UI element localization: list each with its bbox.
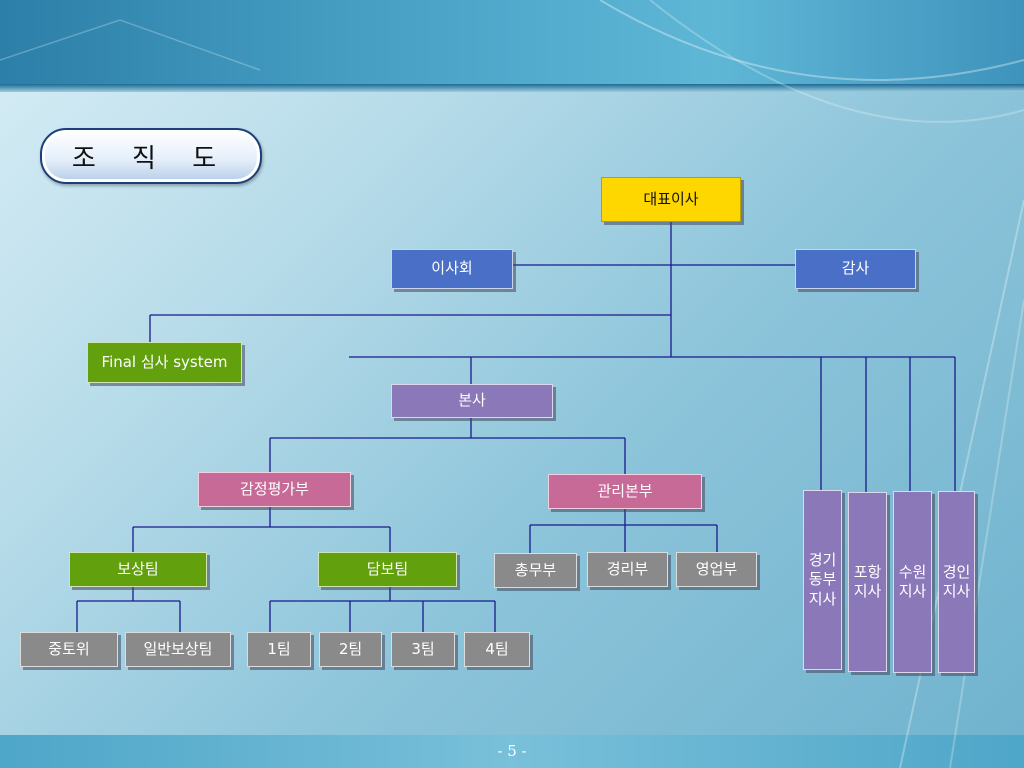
node-accounting: 경리부 — [587, 552, 668, 587]
top-banner-edge — [0, 84, 1024, 92]
node-head-office: 본사 — [391, 384, 553, 418]
node-team-4: 4팀 — [464, 632, 530, 667]
bottom-banner — [0, 735, 1024, 768]
node-general-compensation-team: 일반보상팀 — [125, 632, 231, 667]
node-ceo: 대표이사 — [601, 177, 741, 222]
node-management-division: 관리본부 — [548, 474, 702, 509]
node-final-review: Final 심사 system — [87, 342, 242, 383]
node-branch-gyeonggi-east: 경기 동부 지사 — [803, 490, 842, 670]
node-board: 이사회 — [391, 249, 513, 289]
page-title: 조 직 도 — [40, 128, 262, 184]
node-branch-suwon: 수원 지사 — [893, 491, 932, 673]
node-compensation-team: 보상팀 — [69, 552, 207, 587]
node-audit: 감사 — [795, 249, 916, 289]
node-team-3: 3팀 — [391, 632, 455, 667]
page-number: - 5 - — [497, 742, 527, 760]
node-collateral-team: 담보팀 — [318, 552, 457, 587]
node-general-affairs: 총무부 — [494, 553, 577, 588]
node-branch-pohang: 포항 지사 — [848, 492, 887, 672]
node-appraisal-division: 감정평가부 — [198, 472, 351, 507]
top-banner — [0, 0, 1024, 90]
node-branch-gyeongin: 경인 지사 — [938, 491, 975, 673]
node-jungtowi: 중토위 — [20, 632, 118, 667]
node-team-1: 1팀 — [247, 632, 311, 667]
node-team-2: 2팀 — [319, 632, 382, 667]
node-sales: 영업부 — [676, 552, 757, 587]
